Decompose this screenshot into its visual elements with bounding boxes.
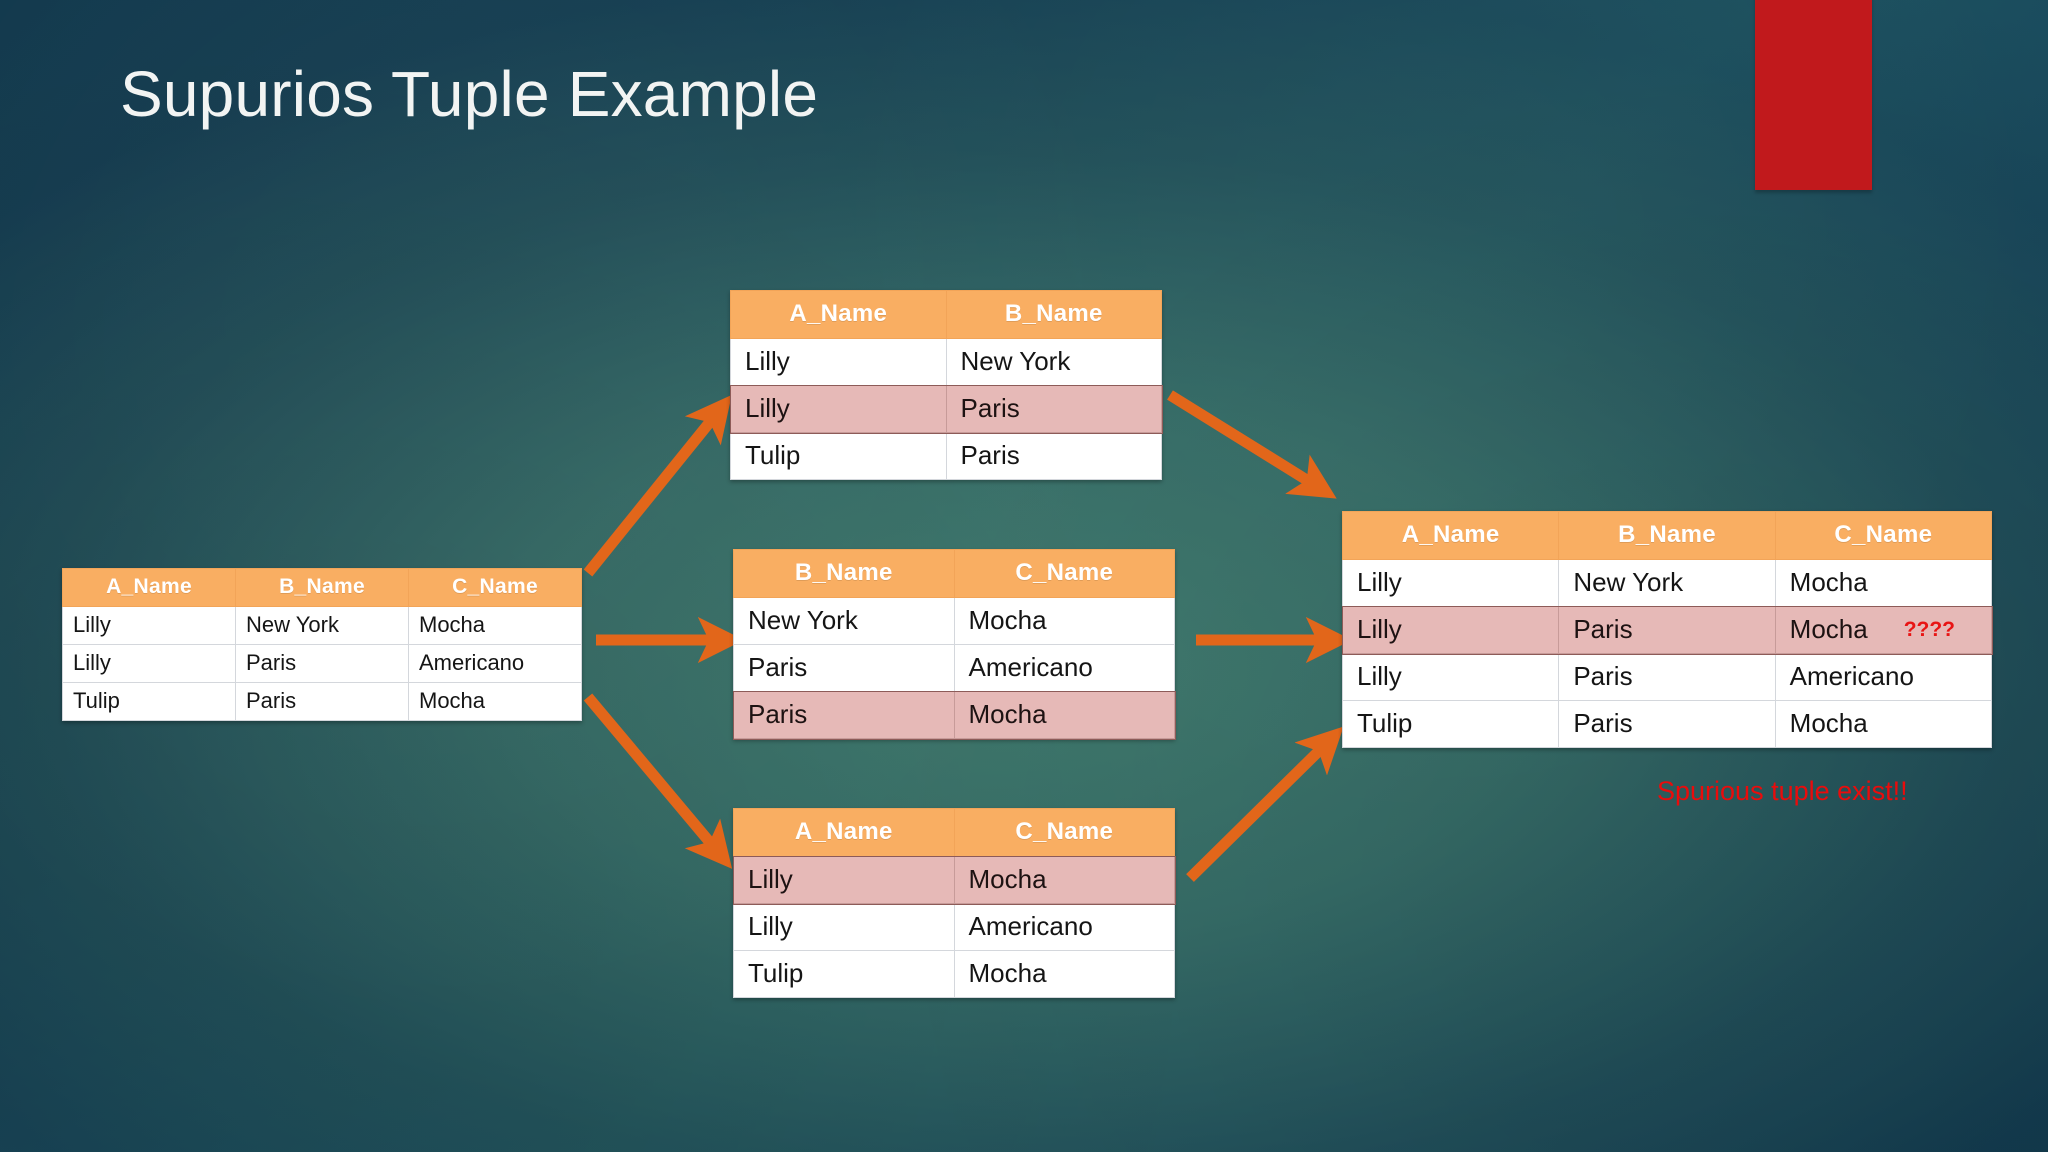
column-header: B_Name bbox=[733, 549, 955, 598]
table-ac-projection: A_Name C_Name Lilly Mocha Lilly American… bbox=[732, 808, 1176, 998]
table-cell: Americano bbox=[953, 903, 1175, 951]
table-cell: Mocha bbox=[953, 950, 1175, 998]
table-header-row: A_Name B_Name bbox=[730, 290, 1162, 339]
column-header: A_Name bbox=[62, 568, 236, 607]
arrow-ab-to-result bbox=[1167, 390, 1337, 499]
table-cell: Mocha bbox=[1774, 559, 1993, 607]
arrow-original-to-ab bbox=[583, 394, 732, 577]
column-header: B_Name bbox=[945, 290, 1162, 339]
question-mark-annotation: ???? bbox=[1903, 618, 1956, 641]
table-row: Paris Americano bbox=[733, 644, 1175, 692]
table-cell: Paris bbox=[235, 644, 409, 683]
table-cell: Paris bbox=[1558, 700, 1776, 748]
table-cell: Paris bbox=[235, 682, 409, 721]
table-row: Lilly Paris Americano bbox=[1341, 653, 1993, 701]
table-row: New York Mocha bbox=[733, 597, 1175, 645]
table-cell: Americano bbox=[953, 644, 1175, 692]
column-header: C_Name bbox=[1774, 511, 1993, 560]
table-cell: Tulip bbox=[1341, 700, 1560, 748]
table-cell: Mocha???? bbox=[1774, 606, 1993, 654]
table-original: A_Name B_Name C_Name Lilly New York Moch… bbox=[62, 568, 582, 721]
table-cell: Mocha bbox=[408, 682, 582, 721]
table-header-row: A_Name C_Name bbox=[733, 808, 1175, 857]
column-header: A_Name bbox=[1341, 511, 1560, 560]
table-cell: Lilly bbox=[1341, 606, 1560, 654]
table-row-highlighted: Paris Mocha bbox=[732, 690, 1176, 740]
table-cell: New York bbox=[1558, 559, 1776, 607]
table-cell: Lilly bbox=[733, 856, 955, 904]
column-header: B_Name bbox=[1558, 511, 1776, 560]
table-cell: Mocha bbox=[953, 597, 1175, 645]
table-cell: Paris bbox=[945, 385, 1162, 433]
table-header-row: A_Name B_Name C_Name bbox=[62, 568, 582, 607]
arrow-ac-to-result bbox=[1186, 726, 1344, 882]
table-cell: Tulip bbox=[730, 432, 947, 480]
arrow-original-to-ac bbox=[583, 693, 733, 869]
table-row: Lilly New York Mocha bbox=[62, 606, 582, 645]
column-header: C_Name bbox=[953, 549, 1175, 598]
table-cell: New York bbox=[945, 338, 1162, 386]
table-row: Tulip Paris Mocha bbox=[1341, 700, 1993, 748]
table-cell: Lilly bbox=[1341, 559, 1560, 607]
table-cell: New York bbox=[235, 606, 409, 645]
table-cell: Lilly bbox=[62, 644, 236, 683]
table-row: Tulip Mocha bbox=[733, 950, 1175, 998]
table-row-highlighted: Lilly Paris bbox=[729, 384, 1163, 434]
column-header: A_Name bbox=[733, 808, 955, 857]
accent-bar-decoration bbox=[1755, 0, 1872, 190]
table-cell: Lilly bbox=[730, 338, 947, 386]
column-header: A_Name bbox=[730, 290, 947, 339]
table-cell: New York bbox=[733, 597, 955, 645]
table-cell: Paris bbox=[733, 644, 955, 692]
table-row-highlighted: Lilly Paris Mocha???? bbox=[1341, 605, 1993, 655]
table-cell: Americano bbox=[1774, 653, 1993, 701]
column-header: C_Name bbox=[408, 568, 582, 607]
column-header: B_Name bbox=[235, 568, 409, 607]
table-cell: Lilly bbox=[730, 385, 947, 433]
table-cell: Mocha bbox=[953, 691, 1175, 739]
table-row: Tulip Paris Mocha bbox=[62, 682, 582, 721]
page-title: Supurios Tuple Example bbox=[120, 58, 819, 130]
spurious-tuple-note: Spurious tuple exist!! bbox=[1657, 776, 1908, 806]
table-cell: Paris bbox=[1558, 606, 1776, 654]
table-cell: Tulip bbox=[62, 682, 236, 721]
table-cell: Mocha bbox=[1774, 700, 1993, 748]
column-header: C_Name bbox=[953, 808, 1175, 857]
table-row: Lilly New York bbox=[730, 338, 1162, 386]
table-cell: Mocha bbox=[408, 606, 582, 645]
table-cell: Lilly bbox=[62, 606, 236, 645]
table-cell: Americano bbox=[408, 644, 582, 683]
table-cell: Paris bbox=[1558, 653, 1776, 701]
table-row: Lilly Paris Americano bbox=[62, 644, 582, 683]
cell-text: Mocha bbox=[1789, 614, 1868, 644]
table-row: Tulip Paris bbox=[730, 432, 1162, 480]
table-header-row: B_Name C_Name bbox=[733, 549, 1175, 598]
table-row: Lilly Americano bbox=[733, 903, 1175, 951]
table-cell: Paris bbox=[733, 691, 955, 739]
table-header-row: A_Name B_Name C_Name bbox=[1341, 511, 1993, 560]
table-row: Lilly New York Mocha bbox=[1341, 559, 1993, 607]
table-cell: Lilly bbox=[733, 903, 955, 951]
table-row-highlighted: Lilly Mocha bbox=[732, 855, 1176, 905]
table-cell: Lilly bbox=[1341, 653, 1560, 701]
table-cell: Mocha bbox=[953, 856, 1175, 904]
table-ab-projection: A_Name B_Name Lilly New York Lilly Paris… bbox=[729, 290, 1163, 480]
table-cell: Paris bbox=[945, 432, 1162, 480]
table-join-result: A_Name B_Name C_Name Lilly New York Moch… bbox=[1341, 511, 1993, 748]
table-bc-projection: B_Name C_Name New York Mocha Paris Ameri… bbox=[732, 549, 1176, 740]
table-cell: Tulip bbox=[733, 950, 955, 998]
